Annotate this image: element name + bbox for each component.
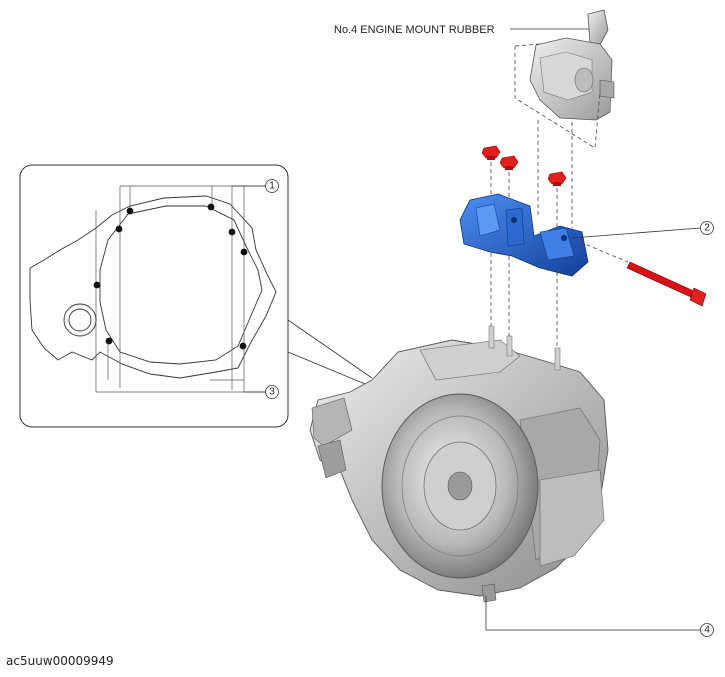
callout-4-label: 4: [704, 625, 710, 636]
callout-1: 1: [232, 179, 279, 193]
inset-detail: [19, 164, 373, 428]
callout-3: 3: [244, 385, 279, 399]
inset-shaft-outer: [63, 303, 97, 337]
callout-2: 2: [571, 221, 714, 239]
inset-bell-outline: [99, 205, 263, 365]
through-bolt: [579, 241, 707, 307]
engine-mount-label-group: No.4 ENGINE MOUNT RUBBER: [334, 24, 590, 36]
inset-frame: [19, 164, 289, 428]
figure-id: ac5uuw00009949: [6, 654, 114, 668]
callout-2-label: 2: [704, 223, 710, 234]
engine-mount-rubber: [514, 9, 615, 228]
callout-3-label: 3: [269, 387, 275, 398]
nut-1: [481, 145, 501, 160]
callout-4: 4: [485, 596, 714, 637]
inset-bolt-markers: [93, 203, 248, 350]
inset-shaft-inner: [68, 308, 92, 332]
transaxle-mount-bracket: [459, 193, 589, 277]
nut-3: [547, 171, 567, 186]
engine-mount-label: No.4 ENGINE MOUNT RUBBER: [334, 24, 495, 36]
callout-1-label: 1: [269, 181, 275, 192]
transaxle-assembly: [309, 325, 609, 603]
inset-housing-outline: [29, 195, 277, 379]
nut-2: [499, 155, 519, 170]
